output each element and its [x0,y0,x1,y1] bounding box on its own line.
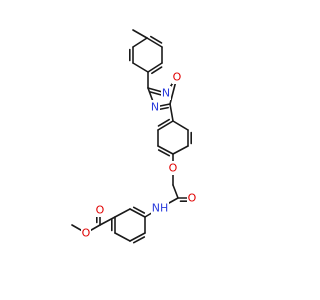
bond-t1-t2-double [149,35,163,44]
bond-me1-t1 [132,29,148,39]
bond-b3-ec [99,216,116,226]
atom-bg-n-ring-left [150,100,160,114]
atom-label-o-ester: O [82,227,91,240]
bond-p3-p4 [157,145,174,155]
atom-label-o-carbonyl: O [96,204,105,217]
atom-bg-o-carbonyl [95,203,105,217]
bond-b5-b6 [129,232,146,242]
atom-label-nh: NH [152,202,169,215]
bond-p1-p2-double [157,118,171,127]
bond-c3-n-ring-top-double [148,90,164,97]
bond-b2-b3 [114,208,131,218]
atom-label-o-ether: O [169,162,178,175]
atom-label-o-ring: O [173,71,182,84]
bond-t3-t4-double [151,66,163,75]
bond-b4-b5 [114,232,131,242]
atom-label-o-amide: O [188,192,197,205]
bond-p1-p2 [157,120,174,131]
atom-label-n-ring-top: N [162,87,170,100]
bond-b1-b2-double [132,206,146,214]
bond-p3-p4-double [157,149,171,157]
bond-ch2-co [172,184,179,199]
bond-t1-t2 [146,37,163,48]
atom-bg-o-ester [81,226,91,240]
atom-bg-o-amide [187,191,197,205]
bond-t3-t4 [147,62,163,73]
bond-p6-p1 [172,120,189,131]
bond-layer [71,29,193,244]
atom-bg-o-ring [172,70,182,84]
bond-p4-p5 [172,145,189,155]
bond-b1-b2 [129,208,146,218]
atom-label-n-ring-left: N [151,101,159,114]
bond-t6-t1 [132,37,148,48]
bond-c5-p1 [169,103,174,122]
atom-bg-nh [151,201,169,215]
atom-bg-n-ring-top [161,86,171,100]
bond-t4-t5 [132,62,149,73]
atom-bg-o-ether [168,161,178,175]
bond-b5-b6-double [132,236,146,244]
